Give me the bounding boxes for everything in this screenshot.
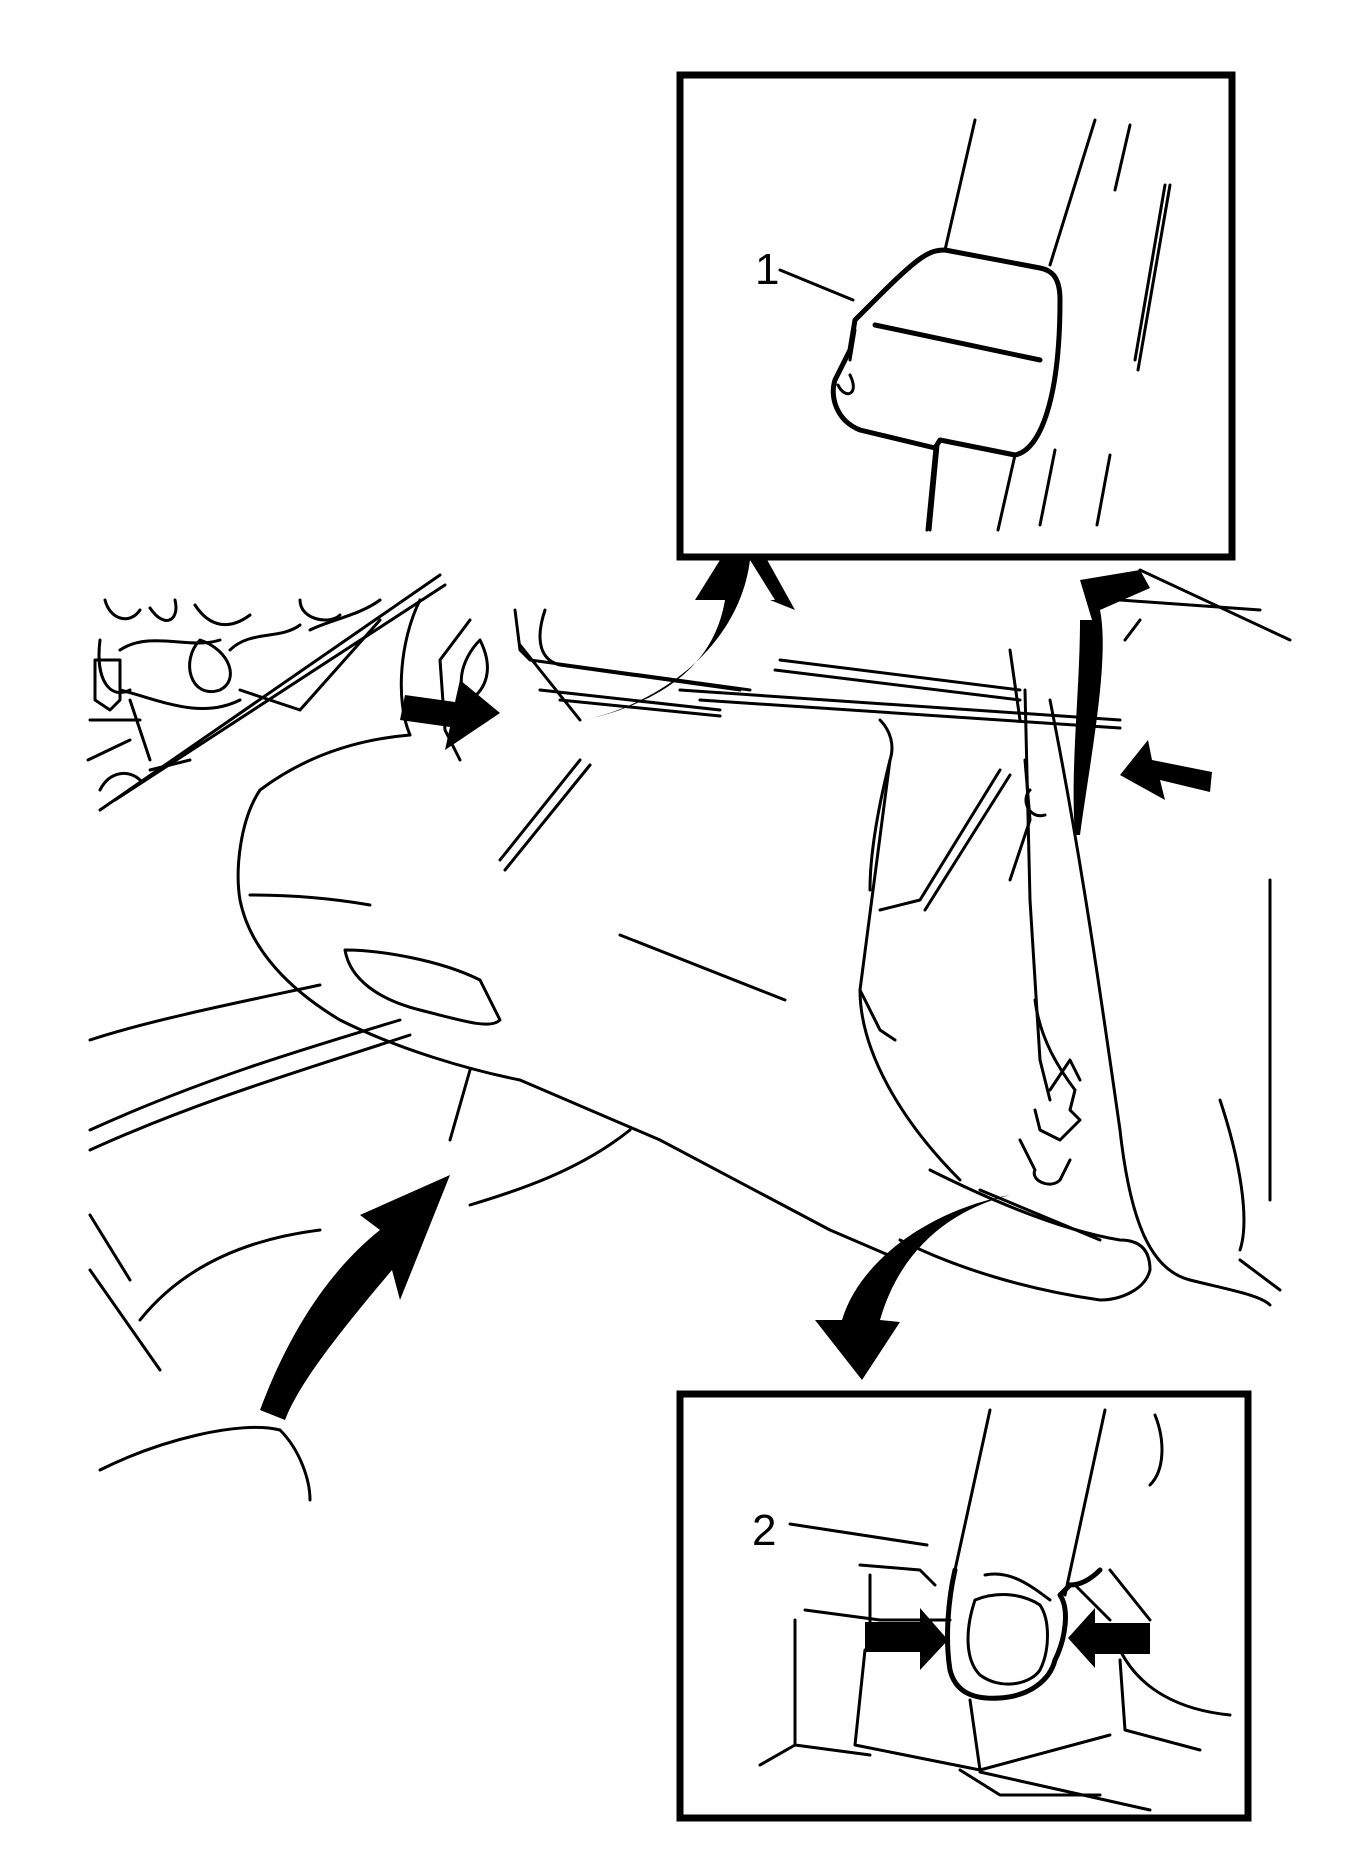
detail-inset-2: 2 (676, 1390, 1252, 1822)
dashboard-wiring (86, 573, 447, 812)
callout-label-1: 1 (755, 245, 779, 294)
curved-arrow-icon (815, 1195, 1010, 1380)
dashboard-frame (399, 598, 1262, 1102)
curved-arrow-icon (1073, 570, 1150, 835)
push-arrow-icon (1120, 740, 1212, 800)
main-scene (86, 520, 1292, 1502)
squeeze-arrow-left-icon (1068, 1608, 1150, 1668)
detail-inset-1: 1 (676, 71, 1236, 561)
motion-arrows (260, 520, 1150, 1420)
callout-leader-1 (778, 268, 855, 302)
curved-arrow-icon (585, 520, 795, 720)
callout-leader-2 (788, 1522, 929, 1547)
squeeze-arrow-right-icon (865, 1608, 948, 1670)
callout-label-2: 2 (752, 1506, 776, 1555)
glove-box (236, 718, 1152, 1302)
curved-arrow-icon (260, 1175, 450, 1420)
floor-lines (88, 983, 632, 1502)
push-arrow-icon (400, 680, 500, 750)
door-panel (1048, 568, 1292, 1307)
push-arrows (400, 680, 1212, 800)
